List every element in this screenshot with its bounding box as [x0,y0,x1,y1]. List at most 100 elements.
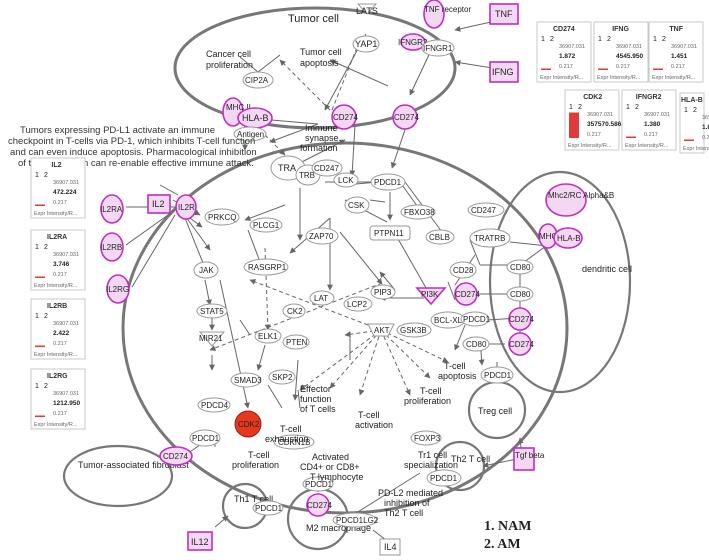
node-tratrb[interactable]: TRATRB [469,228,511,248]
node-lcp2[interactable]: LCP2 [343,296,373,312]
svg-text:GSK3B: GSK3B [400,326,427,335]
node-cblb[interactable]: CBLB [425,229,455,245]
node-pi3k[interactable]: PI3K [415,287,447,306]
svg-text:IL2RB: IL2RB [100,243,122,252]
svg-text:IL2: IL2 [152,199,165,209]
node-akt[interactable]: AKT [367,323,395,337]
node-plcg1[interactable]: PLCG1 [249,217,283,233]
node-il2rb[interactable]: IL2RB [100,232,124,262]
node-smad3[interactable]: SMAD3 [230,372,262,388]
node-ptpn11[interactable]: PTPN11 [369,225,411,241]
node-cip2a[interactable]: CIP2A [242,71,274,89]
node-cd274-b[interactable]: CD274 [392,104,419,130]
node-pdcd1-m2[interactable]: PDCD1 [302,476,334,492]
node-il2ra[interactable]: IL2RA [100,194,124,224]
node-mhc2-dc[interactable]: Mhc2/RC Alpha&B [545,183,614,217]
node-il2r[interactable]: IL2R [175,194,197,220]
node-cd80-a[interactable]: CD80 [506,259,534,275]
node-fbxo38[interactable]: FBXO38 [400,204,436,220]
node-lck[interactable]: LCK [333,172,359,188]
node-il2[interactable]: IL2 [147,194,171,214]
node-cd274-d[interactable]: CD274 [508,307,534,331]
node-hla-b-dc[interactable]: HLA-B [553,227,583,249]
node-cd274-fib[interactable]: CD274 [159,446,193,466]
svg-text:SKP2: SKP2 [272,373,293,382]
node-cdkn1b[interactable]: CDKN1B [273,434,315,450]
node-hla-b-tumor[interactable]: HLA-B [237,107,273,129]
node-yap1[interactable]: YAP1 [352,35,380,53]
expr-footer: Expr Intensity/R... [683,146,709,152]
node-pdcd1-fib[interactable]: PDCD1 [189,429,221,447]
node-elk1[interactable]: ELK1 [254,328,282,344]
svg-text:PDCD1LG2: PDCD1LG2 [336,516,379,525]
node-rasgrp1[interactable]: RASGRP1 [243,258,289,276]
svg-text:CBLB: CBLB [429,233,450,242]
node-ifngr1[interactable]: IFNGR1 [421,39,455,57]
svg-text:CIP2A: CIP2A [245,76,269,85]
node-pip3[interactable]: PIP3 [370,284,396,300]
node-zap70[interactable]: ZAP70 [305,227,339,245]
expr-col-2: 2 [578,104,582,111]
svg-text:PIP3: PIP3 [374,288,392,297]
node-cd28[interactable]: CD28 [449,261,477,279]
node-pdcd1-th2[interactable]: PDCD1 [426,469,462,487]
expr-panel-frame [679,92,705,154]
node-cd247-a[interactable]: CD247 [311,159,343,177]
node-pdcd4[interactable]: PDCD4 [197,397,231,413]
node-jak[interactable]: JAK [193,261,219,279]
node-cd274-c[interactable]: CD274 [454,282,480,306]
node-ifngr2[interactable]: IFNGR2 [398,33,428,51]
node-cd274-e[interactable]: CD274 [508,332,534,356]
node-ifng[interactable]: IFNG [489,61,519,83]
node-cd247-b[interactable]: CD247 [467,202,505,218]
node-tgf-beta[interactable]: Tgf beta [513,447,545,471]
node-prkcq[interactable]: PRKCQ [204,208,240,226]
node-tnf-receptor[interactable]: TNF receptor [423,0,471,29]
expr-bottom: 0.217 [559,64,573,70]
svg-text:FBXO38: FBXO38 [404,208,435,217]
node-cd80-b[interactable]: CD80 [506,286,534,302]
node-il4[interactable]: IL4 [379,538,401,556]
node-ck2[interactable]: CK2 [282,303,306,319]
node-mir21[interactable]: MIR21 [198,331,226,347]
node-pdcd1-th1[interactable]: PDCD1 [252,500,284,516]
node-skp2[interactable]: SKP2 [268,369,296,385]
node-pdcd1-a[interactable]: PDCD1 [370,173,406,191]
svg-text:MHC II: MHC II [226,103,251,112]
node-antigen[interactable]: Antigen [233,126,267,142]
node-tnf[interactable]: TNF [489,3,519,25]
node-il2rg[interactable]: IL2RG [106,274,130,304]
node-pdcd1lg2[interactable]: PDCD1LG2 [332,512,379,528]
svg-text:STAT5: STAT5 [200,307,224,316]
expr-bottom: 0.217 [53,272,67,278]
node-pdcd1-b[interactable]: PDCD1 [460,311,491,327]
node-cd274-a[interactable]: CD274 [331,104,358,130]
node-gsk3b[interactable]: GSK3B [396,322,432,338]
node-csk[interactable]: CSK [344,196,370,214]
node-cdk2[interactable]: CDK2 [234,410,262,438]
expr-panel-title: IL2RB [47,303,67,310]
node-bcl-xl[interactable]: BCL-XL [430,311,466,329]
node-foxp3[interactable]: FOXP3 [410,430,442,446]
node-lats[interactable]: LATS [356,3,378,16]
node-lat[interactable]: LAT [309,290,335,306]
node-cd274-m2[interactable]: CD274 [306,493,332,517]
node-pten[interactable]: PTEN [282,334,310,350]
node-cd80-c[interactable]: CD80 [462,336,490,352]
node-il12[interactable]: IL12 [187,531,213,551]
svg-text:Mhc2/RC Alpha&B: Mhc2/RC Alpha&B [548,191,614,200]
node-pdcd1-treg[interactable]: PDCD1 [480,366,514,384]
svg-text:IL2RG: IL2RG [106,285,129,294]
node-stat5[interactable]: STAT5 [196,303,228,319]
